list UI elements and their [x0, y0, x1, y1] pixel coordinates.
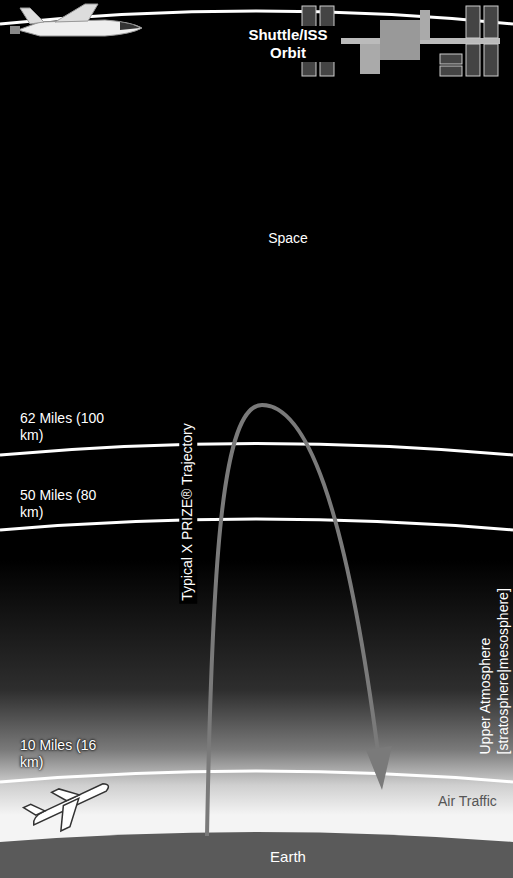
altitude-label: 10 Miles (16 km): [20, 737, 110, 771]
trajectory-arrowhead: [366, 746, 392, 790]
altitude-line: [0, 519, 513, 530]
zone-label: Air Traffic: [438, 793, 497, 810]
space-shuttle: [10, 4, 142, 36]
earth-label: Earth: [270, 848, 306, 866]
trajectory-label: Typical X PRIZE® Trajectory: [179, 420, 197, 604]
altitude-label: 50 Miles (80 km): [20, 487, 110, 521]
airplane: [23, 769, 117, 841]
atmosphere-label: Upper Atmosphere [stratosphere|mesospher…: [477, 570, 512, 755]
altitude-line: [0, 771, 513, 782]
altitude-label: 62 Miles (100 km): [20, 410, 110, 444]
region-label: Space: [268, 230, 308, 247]
earth-surface: [0, 832, 513, 878]
altitude-line: [0, 444, 513, 456]
trajectory-arc: [207, 405, 378, 836]
orbit-label: Shuttle/ISS Orbit: [235, 26, 341, 62]
